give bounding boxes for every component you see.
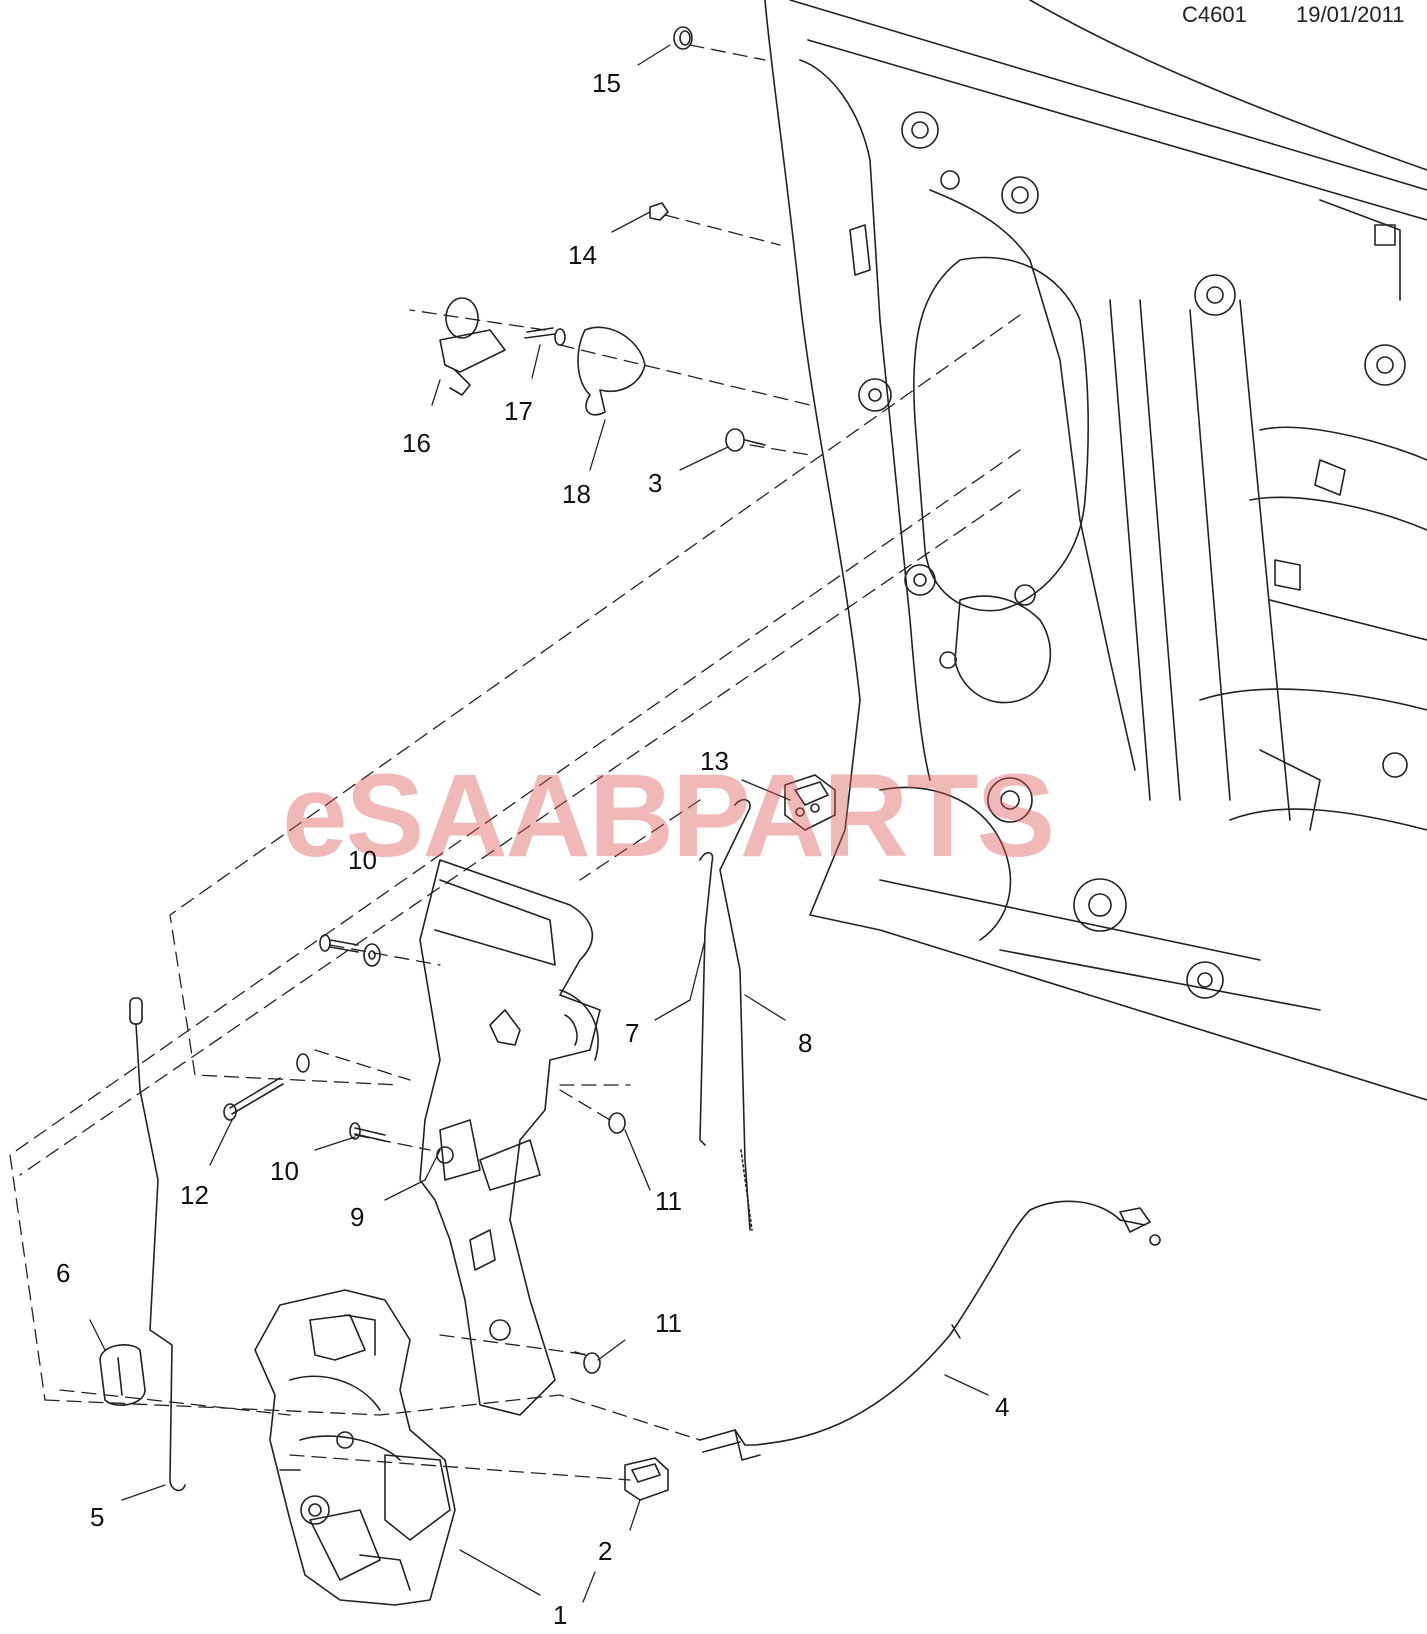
callout-17: 17 xyxy=(504,396,533,426)
part-3-bolt xyxy=(725,428,766,452)
part-8-rod xyxy=(719,798,753,1231)
part-6-plug xyxy=(99,1344,146,1406)
part-5-rod xyxy=(129,997,186,1492)
part-14-push-clip xyxy=(649,202,669,221)
part-15-clip xyxy=(673,26,693,50)
diagram-date: 19/01/2011 xyxy=(1296,2,1405,27)
callout-14: 14 xyxy=(568,240,597,270)
callout-18: 18 xyxy=(562,479,591,509)
part-2-connector xyxy=(624,1457,669,1501)
callout-11-upper: 11 xyxy=(655,1186,682,1216)
callout-6: 6 xyxy=(56,1258,71,1288)
callout-12: 12 xyxy=(180,1180,209,1210)
callout-9: 9 xyxy=(350,1202,365,1232)
callout-3: 3 xyxy=(648,468,663,498)
part-17-screw xyxy=(524,327,566,346)
part-10-lower-bolt xyxy=(349,1122,386,1142)
part-13-connector xyxy=(784,774,836,831)
callout-5: 5 xyxy=(90,1502,105,1532)
part-11-nut-lower xyxy=(574,1351,601,1374)
callout-1: 1 xyxy=(553,1600,568,1630)
assembly-lines xyxy=(9,44,1021,1481)
callout-4: 4 xyxy=(995,1392,1010,1422)
part-16-bracket xyxy=(439,297,506,396)
part-12-screw xyxy=(223,1053,310,1121)
part-4-cable xyxy=(699,1200,1161,1461)
callout-7: 7 xyxy=(625,1018,640,1048)
callout-10-upper: 10 xyxy=(348,845,377,875)
callout-leaders xyxy=(89,44,989,1603)
part-10-upper-bolt xyxy=(319,934,381,967)
callout-15: 15 xyxy=(592,68,621,98)
diagram-code: C4601 xyxy=(1182,2,1247,27)
callout-11-lower: 11 xyxy=(655,1308,682,1338)
callout-2: 2 xyxy=(598,1536,613,1566)
callout-8: 8 xyxy=(798,1028,813,1058)
part-9-carrier xyxy=(419,859,601,1416)
callout-16: 16 xyxy=(402,428,431,458)
part-7-rod xyxy=(699,851,714,1146)
callout-10-lower: 10 xyxy=(270,1156,299,1186)
part-1-lock-module xyxy=(254,1289,456,1606)
part-11-nut-upper xyxy=(608,1112,626,1134)
door-inner-panel xyxy=(764,0,1427,1101)
callout-13: 13 xyxy=(700,746,729,776)
part-18-seal xyxy=(577,326,646,416)
